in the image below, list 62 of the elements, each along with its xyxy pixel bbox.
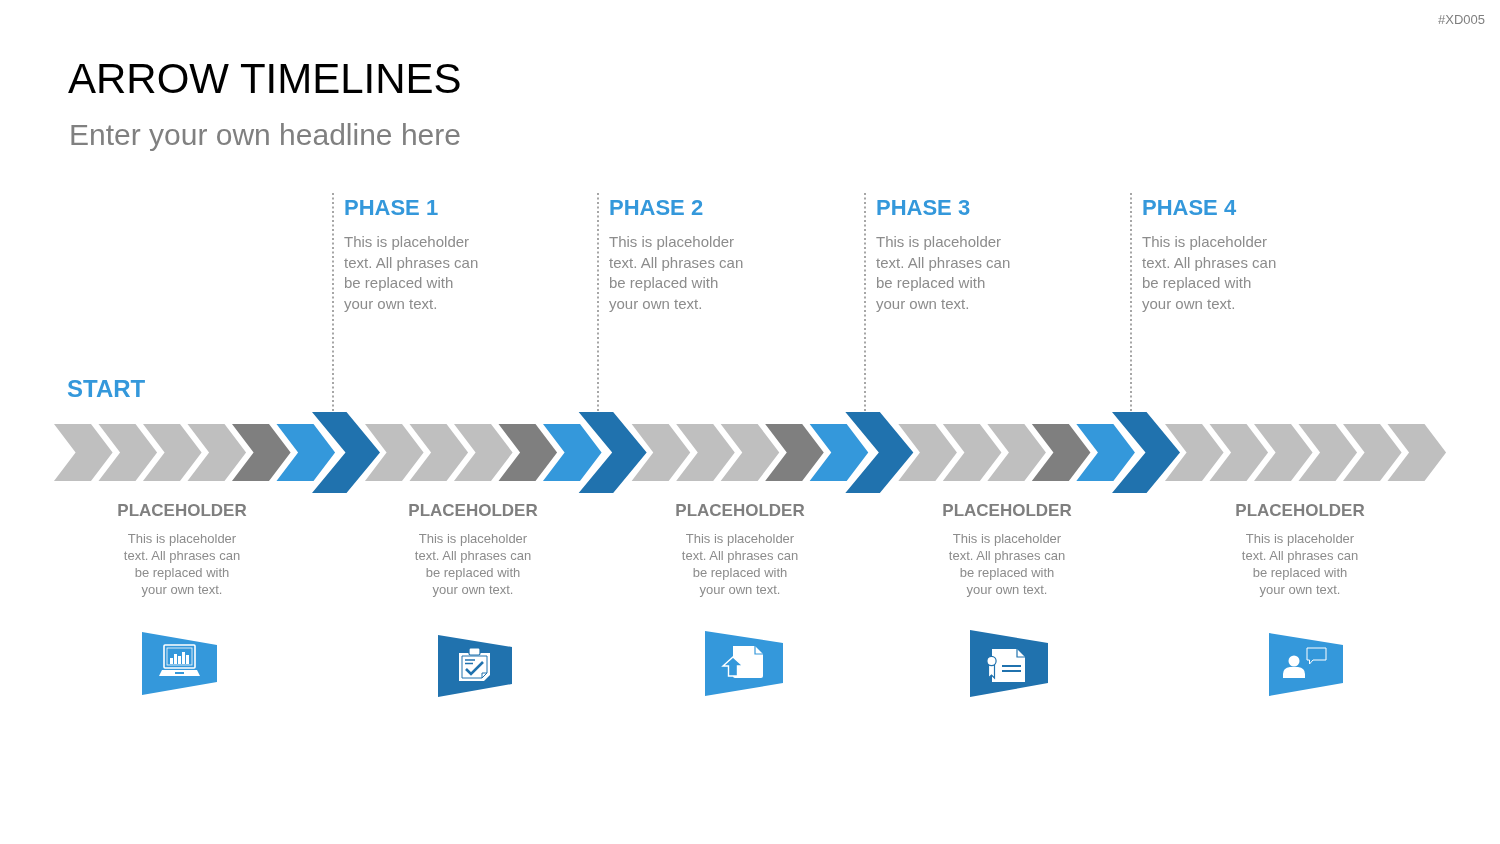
timeline-step bbox=[631, 424, 691, 481]
phase-heading: PHASE 3 bbox=[876, 195, 972, 221]
description-text: This is placeholder text. All phrases can be replaced with your own text. bbox=[680, 530, 800, 598]
timeline-step bbox=[1254, 424, 1313, 481]
document-upload-icon bbox=[705, 631, 783, 696]
description-text: This is placeholder text. All phrases can be replaced with your own text. bbox=[413, 530, 533, 598]
leader-line bbox=[332, 192, 334, 413]
timeline-step bbox=[578, 412, 647, 493]
timeline-step bbox=[232, 424, 291, 481]
phase-description: This is placeholder text. All phrases can be replaced with your own text. bbox=[609, 232, 745, 314]
timeline-step bbox=[143, 424, 202, 481]
section-heading: PLACEHOLDER bbox=[1234, 501, 1366, 521]
slide-title: ARROW TIMELINES bbox=[68, 55, 462, 103]
timeline-step bbox=[187, 424, 247, 481]
subtitle: Enter your own headline here bbox=[69, 118, 461, 152]
section-heading: PLACEHOLDER bbox=[941, 501, 1073, 521]
timeline-step bbox=[676, 424, 735, 481]
timeline-step bbox=[498, 424, 558, 481]
timeline-step bbox=[276, 424, 336, 481]
phase-heading: PHASE 2 bbox=[609, 195, 705, 221]
timeline-step bbox=[765, 424, 824, 481]
timeline-step bbox=[312, 412, 380, 493]
timeline-step bbox=[409, 424, 469, 481]
start-label: START bbox=[67, 375, 146, 403]
person-speech-bubble-icon bbox=[1269, 633, 1343, 696]
leader-line bbox=[597, 192, 599, 413]
timeline-step bbox=[1165, 424, 1224, 481]
clipboard-check-icon bbox=[438, 635, 512, 697]
timeline-step bbox=[98, 424, 158, 481]
timeline-step bbox=[942, 424, 1002, 481]
timeline-step bbox=[543, 424, 602, 481]
timeline-step bbox=[809, 424, 869, 481]
timeline-step bbox=[845, 412, 914, 493]
certificate-icon bbox=[970, 630, 1048, 697]
reference-code: #XD005 bbox=[1438, 12, 1485, 28]
timeline-step bbox=[1112, 412, 1180, 493]
section-heading: PLACEHOLDER bbox=[116, 501, 248, 521]
timeline-step bbox=[987, 424, 1046, 481]
timeline-step bbox=[454, 424, 513, 481]
timeline-step bbox=[720, 424, 780, 481]
leader-line bbox=[1130, 192, 1132, 413]
timeline-step bbox=[1387, 424, 1447, 481]
phase-description: This is placeholder text. All phrases can be replaced with your own text. bbox=[344, 232, 480, 314]
timeline-step bbox=[1343, 424, 1402, 481]
timeline-step bbox=[1076, 424, 1135, 481]
description-text: This is placeholder text. All phrases can be replaced with your own text. bbox=[1240, 530, 1360, 598]
timeline-step bbox=[54, 424, 113, 481]
timeline-step bbox=[1209, 424, 1269, 481]
section-heading: PLACEHOLDER bbox=[407, 501, 539, 521]
description-text: This is placeholder text. All phrases can be replaced with your own text. bbox=[947, 530, 1067, 598]
phase-heading: PHASE 1 bbox=[344, 195, 440, 221]
timeline-step bbox=[365, 424, 424, 481]
laptop-chart-icon bbox=[142, 632, 217, 695]
phase-heading: PHASE 4 bbox=[1142, 195, 1238, 221]
description-text: This is placeholder text. All phrases can be replaced with your own text. bbox=[122, 530, 242, 598]
timeline-step bbox=[1298, 424, 1358, 481]
timeline-step bbox=[1031, 424, 1091, 481]
leader-line bbox=[864, 192, 866, 413]
phase-description: This is placeholder text. All phrases can be replaced with your own text. bbox=[876, 232, 1012, 314]
timeline-step bbox=[898, 424, 957, 481]
phase-description: This is placeholder text. All phrases can be replaced with your own text. bbox=[1142, 232, 1278, 314]
section-heading: PLACEHOLDER bbox=[674, 501, 806, 521]
